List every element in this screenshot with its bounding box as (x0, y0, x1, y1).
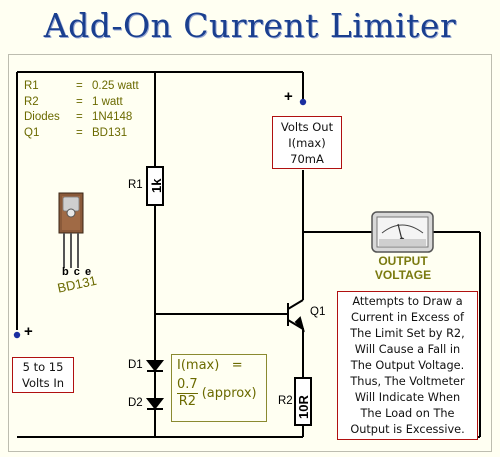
meter-caption: OUTPUT VOLTAGE (374, 254, 432, 282)
d1-label: D1 (128, 359, 143, 371)
pin-labels: b c e (62, 266, 93, 278)
r2-value: 10R (296, 395, 311, 419)
volts-out-box: Volts Out I(max) 70mA (272, 116, 342, 169)
component-row-r1: R1=0.25 watt (24, 80, 139, 92)
input-voltage-box: 5 to 15 Volts In (12, 357, 74, 393)
diodes (145, 360, 165, 410)
component-row-diodes: Diodes=1N4148 (24, 111, 133, 123)
bd131-package-icon (58, 192, 84, 268)
component-list: R1=0.25 watt R2=1 watt Diodes=1N4148 Q1=… (24, 79, 139, 141)
terminals (13, 98, 307, 339)
output-terminal-dot (299, 98, 307, 106)
input-terminal-dot (13, 331, 21, 339)
output-plus-sign: + (284, 88, 293, 105)
note-box: Attempts to Draw a Current in Excess of … (337, 291, 478, 440)
d2-label: D2 (128, 397, 143, 409)
r2-label: R2 (278, 395, 293, 407)
wires (16, 71, 481, 438)
r1-resistor (146, 166, 164, 206)
q1-transistor (287, 299, 305, 333)
input-plus-sign: + (24, 323, 33, 340)
d2-diode (145, 398, 165, 410)
formula-box: I(max) = 0.7 R2 (approx) (171, 354, 267, 422)
r2-resistor (294, 377, 312, 426)
d1-diode (145, 360, 165, 372)
component-row-q1: Q1=BD131 (24, 126, 128, 139)
r1-value: 1k (149, 178, 164, 193)
component-row-r2: R2=1 watt (24, 95, 123, 108)
q1-label: Q1 (310, 306, 326, 318)
r1-label: R1 (128, 179, 143, 191)
voltmeter (371, 211, 434, 253)
page-title: Add-On Current Limiter (43, 6, 457, 45)
